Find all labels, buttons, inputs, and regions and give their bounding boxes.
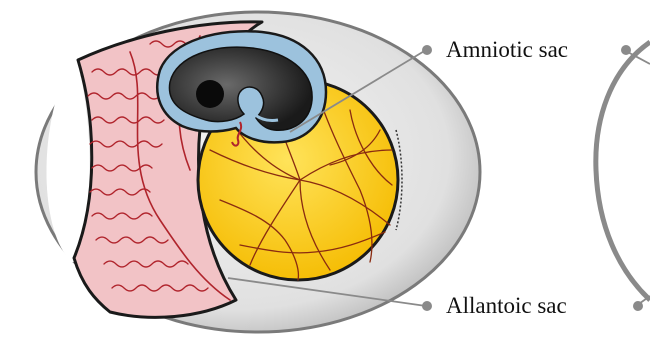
- second-egg-outline: [596, 42, 650, 300]
- leader-dot-amniotic: [422, 45, 432, 55]
- leader-dot-allantoic-right: [633, 301, 643, 311]
- embryo-eye: [196, 80, 224, 108]
- leader-dot-amniotic-right: [621, 45, 631, 55]
- amniotic-sac-label: Amniotic sac: [446, 38, 568, 61]
- allantoic-sac-label: Allantoic sac: [446, 294, 567, 317]
- leader-dot-allantoic: [422, 301, 432, 311]
